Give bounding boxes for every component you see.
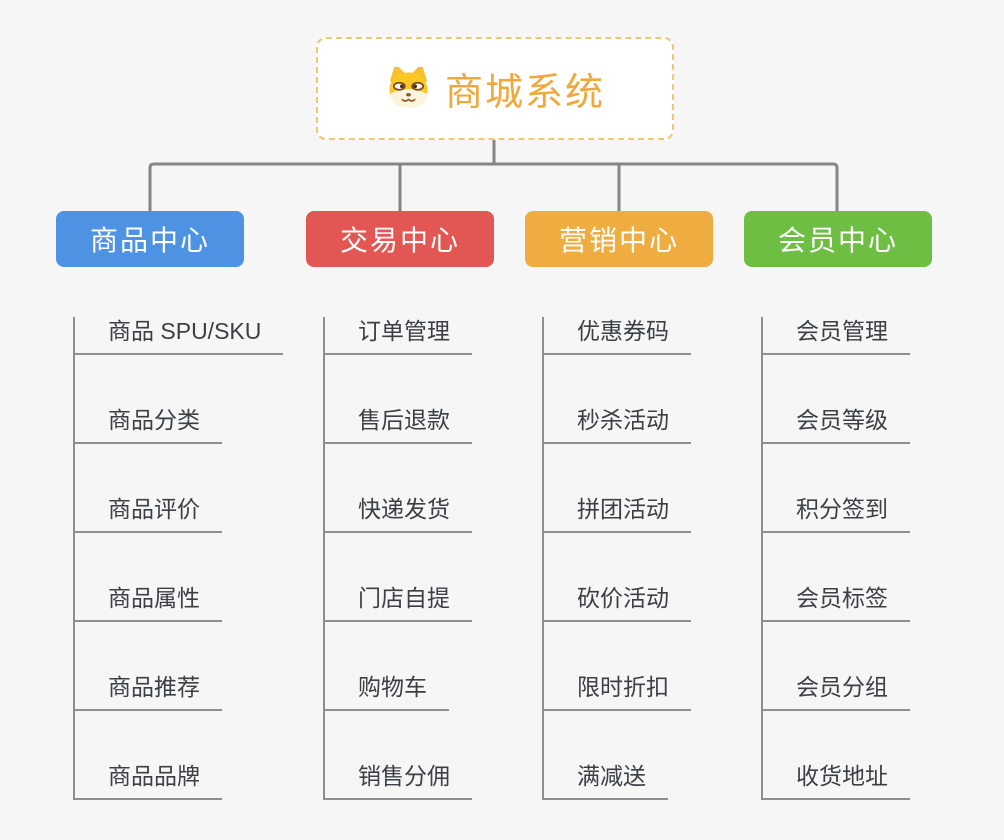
branch-node-label: 交易中心 bbox=[339, 225, 460, 256]
leaf-node[interactable]: 满减送 bbox=[544, 762, 668, 800]
leaf-node[interactable]: 砍价活动 bbox=[544, 584, 691, 622]
root-node-label: 商城系统 bbox=[444, 72, 605, 114]
branch-column-product: 商品中心 商品 SPU/SKU 商品分类 商品评价 商品属性 商品推荐 商品品牌 bbox=[56, 211, 284, 800]
leaf-node[interactable]: 商品 SPU/SKU bbox=[75, 317, 284, 355]
leaf-node[interactable]: 会员等级 bbox=[763, 406, 910, 444]
leaf-node[interactable]: 收货地址 bbox=[763, 762, 910, 800]
branch-list-member: 会员管理 会员等级 积分签到 会员标签 会员分组 收货地址 bbox=[761, 317, 932, 800]
leaf-node[interactable]: 门店自提 bbox=[325, 584, 472, 622]
leaf-node[interactable]: 订单管理 bbox=[325, 317, 472, 355]
leaf-node[interactable]: 积分签到 bbox=[763, 495, 910, 533]
leaf-node[interactable]: 快递发货 bbox=[325, 495, 472, 533]
leaf-node[interactable]: 会员分组 bbox=[763, 673, 910, 711]
branch-node-member[interactable]: 会员中心 bbox=[744, 211, 932, 267]
branch-column-marketing: 营销中心 优惠券码 秒杀活动 拼团活动 砍价活动 限时折扣 满减送 bbox=[525, 211, 713, 800]
branch-node-trade[interactable]: 交易中心 bbox=[306, 211, 494, 267]
branch-node-label: 商品中心 bbox=[89, 225, 210, 256]
root-node[interactable]: 商城系统 bbox=[316, 37, 674, 140]
branch-list-marketing: 优惠券码 秒杀活动 拼团活动 砍价活动 限时折扣 满减送 bbox=[542, 317, 713, 800]
leaf-node[interactable]: 限时折扣 bbox=[544, 673, 691, 711]
leaf-node[interactable]: 会员管理 bbox=[763, 317, 910, 355]
leaf-node[interactable]: 商品属性 bbox=[75, 584, 222, 622]
branch-column-trade: 交易中心 订单管理 售后退款 快递发货 门店自提 购物车 销售分佣 bbox=[306, 211, 494, 800]
branch-node-label: 营销中心 bbox=[558, 225, 679, 256]
leaf-node[interactable]: 优惠券码 bbox=[544, 317, 691, 355]
leaf-node[interactable]: 商品品牌 bbox=[75, 762, 222, 800]
branch-node-marketing[interactable]: 营销中心 bbox=[525, 211, 713, 267]
leaf-node[interactable]: 购物车 bbox=[325, 673, 449, 711]
branch-node-label: 会员中心 bbox=[777, 225, 898, 256]
leaf-node[interactable]: 销售分佣 bbox=[325, 762, 472, 800]
leaf-node[interactable]: 商品分类 bbox=[75, 406, 222, 444]
leaf-node[interactable]: 秒杀活动 bbox=[544, 406, 691, 444]
leaf-node[interactable]: 拼团活动 bbox=[544, 495, 691, 533]
branch-node-product[interactable]: 商品中心 bbox=[56, 211, 244, 267]
branch-list-product: 商品 SPU/SKU 商品分类 商品评价 商品属性 商品推荐 商品品牌 bbox=[73, 317, 284, 800]
branch-column-member: 会员中心 会员管理 会员等级 积分签到 会员标签 会员分组 收货地址 bbox=[744, 211, 932, 800]
shiba-dog-icon bbox=[389, 67, 428, 108]
leaf-node[interactable]: 售后退款 bbox=[325, 406, 472, 444]
leaf-node[interactable]: 会员标签 bbox=[763, 584, 910, 622]
leaf-node[interactable]: 商品推荐 bbox=[75, 673, 222, 711]
leaf-node[interactable]: 商品评价 bbox=[75, 495, 222, 533]
branch-list-trade: 订单管理 售后退款 快递发货 门店自提 购物车 销售分佣 bbox=[323, 317, 494, 800]
